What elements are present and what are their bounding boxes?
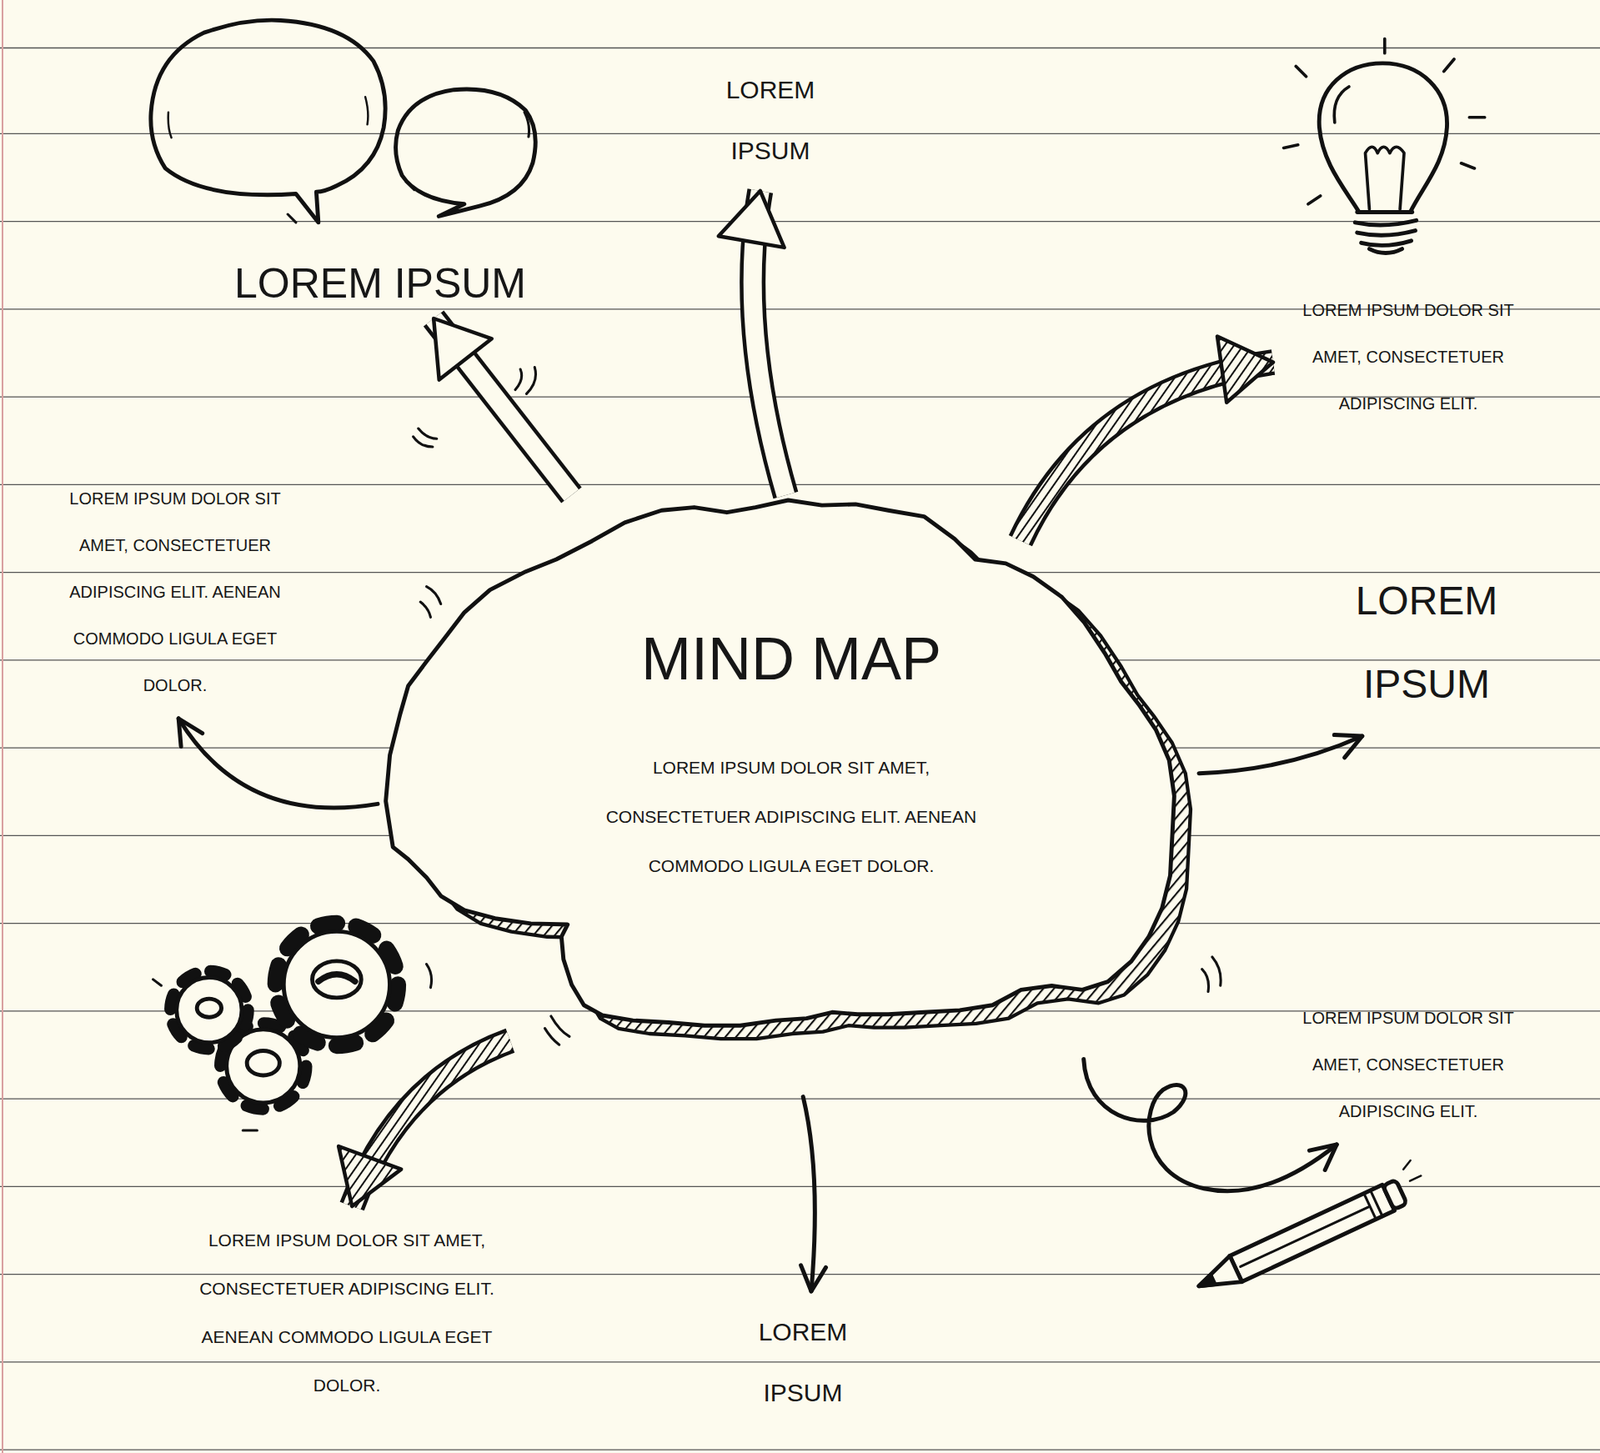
pencil-body [1229,1184,1395,1282]
branch-node: LOREM IPSUM DOLOR SIT AMET, CONSECTETUER… [1283,994,1534,1135]
branch-arrow [338,1040,511,1207]
light-bulb-icon [1284,39,1485,254]
branch-arrow [178,718,378,808]
map-title: MIND MAP [382,623,1200,694]
cloud-face [386,500,1175,1026]
branch-node: LOREM IPSUM [748,1301,858,1424]
pencil-eraser [1383,1179,1408,1210]
branch-node: LOREM IPSUM [716,59,825,181]
branch-arrow [718,190,787,496]
arrow-shaft [178,718,378,808]
motion-marks [287,112,529,223]
speech-bubble [150,20,386,223]
branch-arrow [801,1097,827,1292]
branch-node: LOREM IPSUM DOLOR SIT AMET, CONSECTETUER… [1283,286,1534,427]
map-body: LOREM IPSUM DOLOR SIT AMET, CONSECTETUER… [595,742,988,891]
arrow-shaft [1083,1058,1338,1191]
arrow-head [178,718,203,747]
branch-arrow [433,318,572,496]
branch-text: LOREM IPSUM DOLOR SIT AMET, CONSECTETUER… [50,475,301,709]
branch-arrow [1020,336,1274,542]
pencil-stripe [1234,1190,1384,1280]
cloud-outline [382,500,1200,1103]
branch-arrow [1083,1058,1338,1191]
branch-node: LOREM IPSUM [196,258,564,309]
arrow-head [1217,336,1274,403]
gear-body [283,931,390,1038]
gear-teeth [275,923,398,1047]
gear-hole [246,1051,280,1076]
gear-body [176,977,242,1043]
branch-text: LOREM IPSUM [716,59,825,181]
arrow-head [1309,1144,1338,1171]
central-cloud: MIND MAP LOREM IPSUM DOLOR SIT AMET, CONS… [382,500,1200,1103]
gear-hole [196,998,221,1018]
gear-hole [311,961,362,999]
branch-text: LOREM IPSUM [748,1301,858,1424]
arrow-head [718,190,785,248]
bulb-glass [1319,63,1447,213]
branch-text: LOREM IPSUM [196,258,564,309]
branch-node: LOREM IPSUM DOLOR SIT AMET, CONSECTETUER… [171,1216,522,1410]
arrow-head [1334,735,1363,758]
arrow-head [801,1265,827,1292]
branch-node: LOREM IPSUM DOLOR SIT AMET, CONSECTETUER… [50,475,301,709]
gear-teeth [170,971,248,1049]
arrow-shaft [802,1097,815,1292]
speech-bubble-small [396,89,537,216]
branch-arrow [1198,735,1363,774]
bulb-filament [1365,146,1405,210]
pencil-icon [1188,1158,1430,1300]
arrow-shaft-outline [433,318,572,496]
arrow-head [338,1146,402,1207]
gear-shading [318,974,356,983]
branch-text: LOREM IPSUM DOLOR SIT AMET, CONSECTETUER… [171,1216,522,1410]
motion-marks [153,964,432,1131]
speech-bubble-highlight [168,96,369,138]
branch-text: LOREM IPSUM DOLOR SIT AMET, CONSECTETUER… [1283,994,1534,1135]
bulb-highlight [1334,86,1350,123]
bulb-base [1354,212,1416,254]
arrow-shaft [433,318,572,496]
gears-icon [153,923,432,1131]
bulb-rays [1284,39,1485,205]
pencil-lead [1196,1274,1215,1291]
arrow-shaft [1198,736,1363,774]
pencil-tip [1193,1256,1243,1300]
branch-node: LOREM IPSUM [1347,559,1506,727]
paper-rules [0,48,1600,1451]
branch-text: LOREM IPSUM DOLOR SIT AMET, CONSECTETUER… [1283,286,1534,427]
margin-line [1,0,4,1453]
arrow-head [433,318,492,381]
branch-text: LOREM IPSUM [1347,559,1506,727]
motion-marks [1401,1158,1422,1182]
